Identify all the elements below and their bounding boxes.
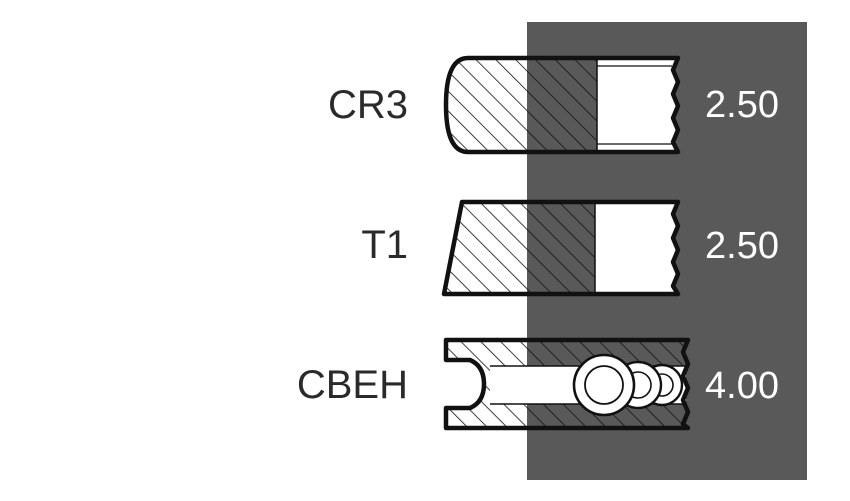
- ring-code-label: CBEH: [296, 363, 408, 407]
- ring-value-label: 2.50: [705, 225, 779, 267]
- ring-code-label: CR3: [327, 83, 408, 127]
- ring-code-label: T1: [361, 223, 408, 267]
- ring-value-label: 2.50: [705, 84, 779, 126]
- ring-profile-cr3: [443, 55, 681, 155]
- ring-profile-t1: [441, 199, 681, 297]
- ring-profile-cbeh: [443, 337, 691, 431]
- ring-value-label: 4.00: [705, 365, 779, 407]
